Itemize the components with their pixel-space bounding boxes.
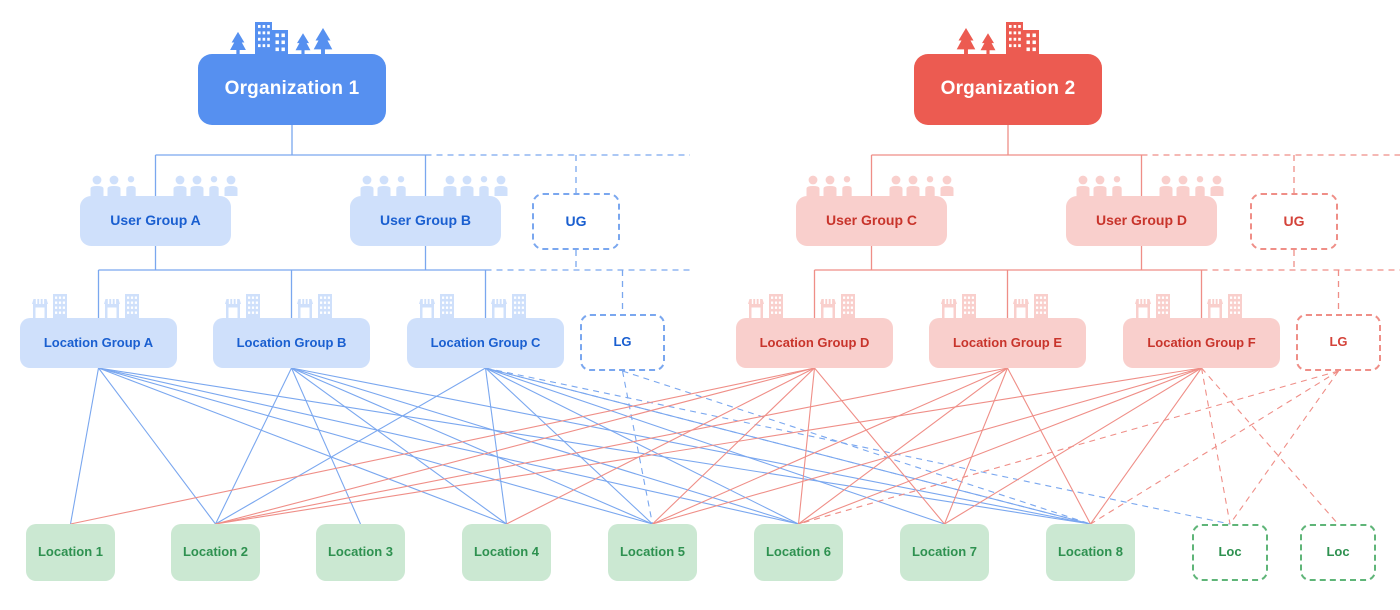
city-trees-icon <box>224 20 336 54</box>
loc-label: Location 8 <box>1057 544 1123 560</box>
org-label: Organization 1 <box>224 78 360 100</box>
ghost-loc-node-locx2[interactable]: Loc <box>1300 524 1376 581</box>
lg-label: Location Group E <box>952 334 1063 350</box>
loc-label: Loc <box>1326 544 1350 560</box>
people-icon <box>358 174 513 196</box>
ghost-ug-node-ugx1[interactable]: UG <box>532 193 620 250</box>
org-label: Organization 2 <box>940 78 1076 100</box>
city-trees-icon <box>952 20 1064 54</box>
shops-icon <box>1133 292 1247 318</box>
loc-node-loc4[interactable]: Location 4 <box>462 524 551 581</box>
ghost-loc-node-locx1[interactable]: Loc <box>1192 524 1268 581</box>
lg-node-lgf[interactable]: Location Group F <box>1123 318 1280 368</box>
loc-label: Location 3 <box>327 544 393 560</box>
org-node-org1[interactable]: Organization 1 <box>198 54 386 125</box>
lg-label: Location Group C <box>430 334 541 350</box>
ghost-lg-node-lgx2[interactable]: LG <box>1296 314 1381 371</box>
ug-label: User Group B <box>379 212 471 229</box>
lg-node-lgb[interactable]: Location Group B <box>213 318 370 368</box>
ug-label: User Group D <box>1095 212 1187 229</box>
lg-node-lgc[interactable]: Location Group C <box>407 318 564 368</box>
shops-icon <box>223 292 337 318</box>
loc-node-loc7[interactable]: Location 7 <box>900 524 989 581</box>
ug-node-ugd[interactable]: User Group D <box>1066 196 1217 246</box>
ghost-lg-node-lgx1[interactable]: LG <box>580 314 665 371</box>
loc-label: Loc <box>1218 544 1242 560</box>
loc-node-loc1[interactable]: Location 1 <box>26 524 115 581</box>
shops-icon <box>417 292 531 318</box>
ug-node-ugb[interactable]: User Group B <box>350 196 501 246</box>
loc-label: Location 4 <box>473 544 539 560</box>
ghost-ug-node-ugx2[interactable]: UG <box>1250 193 1338 250</box>
lg-node-lga[interactable]: Location Group A <box>20 318 177 368</box>
loc-label: Location 2 <box>182 544 248 560</box>
ug-label: User Group A <box>110 212 201 229</box>
loc-label: Location 6 <box>765 544 831 560</box>
ug-node-uga[interactable]: User Group A <box>80 196 231 246</box>
people-icon <box>804 174 959 196</box>
ug-label: UG <box>565 212 587 229</box>
loc-node-loc6[interactable]: Location 6 <box>754 524 843 581</box>
loc-node-loc3[interactable]: Location 3 <box>316 524 405 581</box>
ug-label: UG <box>1283 212 1305 229</box>
shops-icon <box>30 292 144 318</box>
loc-label: Location 7 <box>911 544 977 560</box>
ug-label: User Group C <box>825 212 917 229</box>
lg-label: LG <box>1329 334 1348 350</box>
people-icon <box>88 174 243 196</box>
lg-label: Location Group F <box>1147 334 1256 350</box>
shops-icon <box>746 292 860 318</box>
loc-label: Location 1 <box>37 544 103 560</box>
loc-node-loc2[interactable]: Location 2 <box>171 524 260 581</box>
org-node-org2[interactable]: Organization 2 <box>914 54 1102 125</box>
ug-node-ugc[interactable]: User Group C <box>796 196 947 246</box>
lg-label: Location Group D <box>759 334 870 350</box>
loc-node-loc8[interactable]: Location 8 <box>1046 524 1135 581</box>
lg-node-lgd[interactable]: Location Group D <box>736 318 893 368</box>
lg-label: LG <box>613 334 632 350</box>
shops-icon <box>939 292 1053 318</box>
lg-label: Location Group A <box>43 334 154 350</box>
people-icon <box>1074 174 1229 196</box>
lg-label: Location Group B <box>236 334 347 350</box>
loc-node-loc5[interactable]: Location 5 <box>608 524 697 581</box>
lg-node-lge[interactable]: Location Group E <box>929 318 1086 368</box>
loc-label: Location 5 <box>619 544 685 560</box>
